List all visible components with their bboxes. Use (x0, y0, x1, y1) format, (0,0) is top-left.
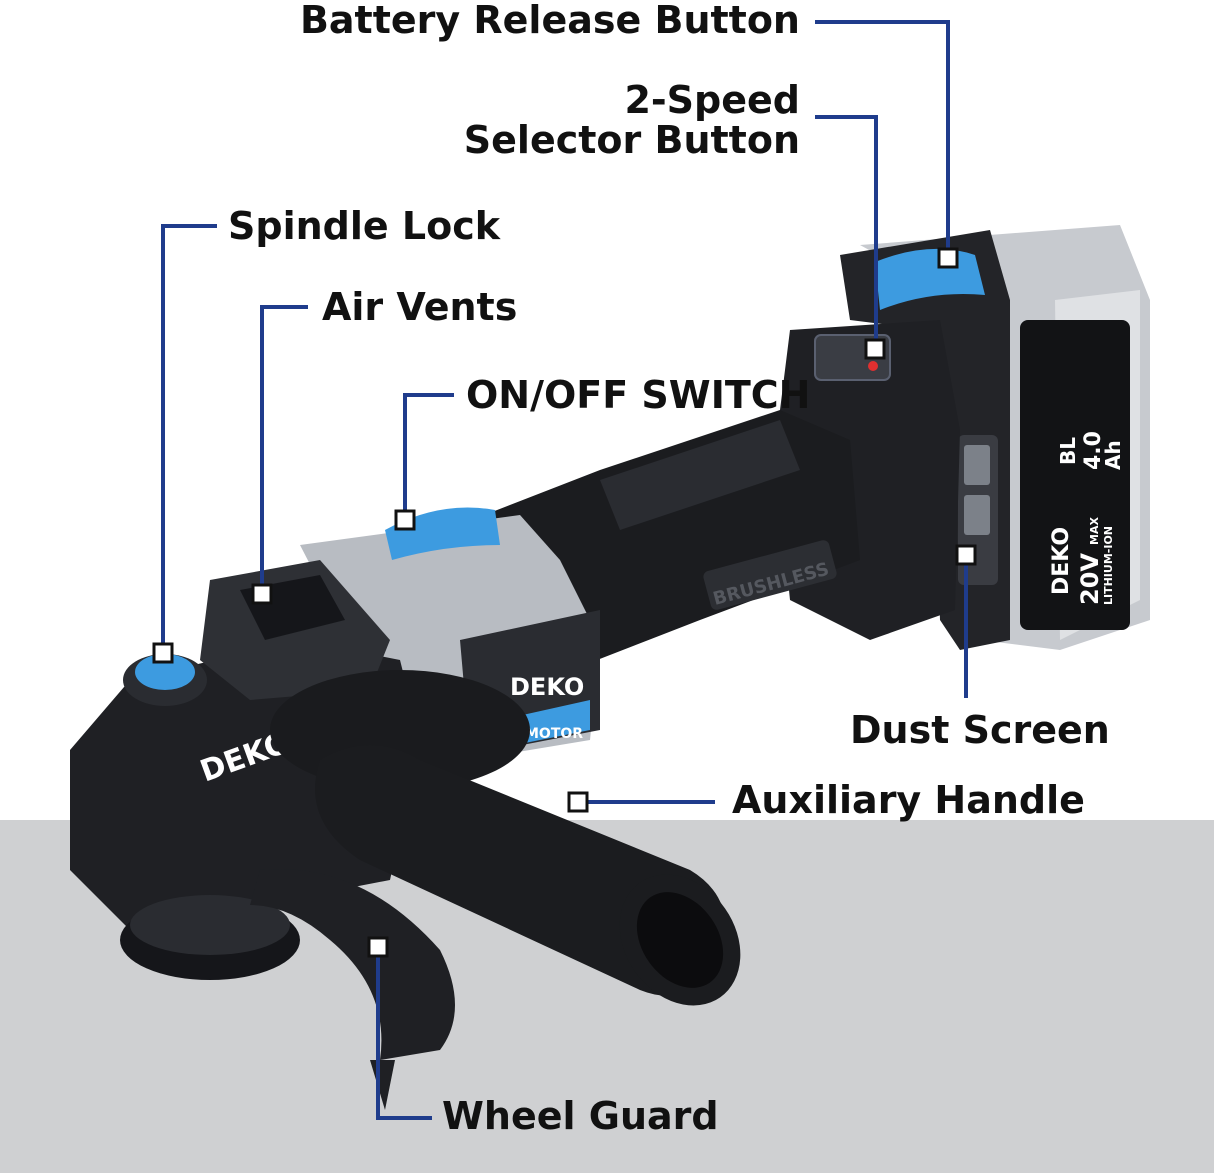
label-spindle-lock: Spindle Lock (228, 204, 500, 248)
label-wheel-guard: Wheel Guard (442, 1094, 719, 1138)
leader-spindle-lock (161, 224, 217, 652)
marker-spindle-lock (152, 642, 174, 664)
motor-brand-text: DEKO (510, 673, 584, 701)
battery-max-text: MAX (1088, 517, 1101, 545)
label-speed-line1: 2-Speed (624, 78, 800, 122)
label-speed-line2: Selector Button (463, 118, 800, 162)
label-2-speed-selector-button: 2-Speed Selector Button (464, 80, 800, 160)
marker-on-off (394, 509, 416, 531)
battery-type-text: BL (1056, 437, 1080, 465)
leader-battery-release (815, 20, 950, 258)
marker-aux-handle (567, 791, 589, 813)
label-on-off-switch: ON/OFF SWITCH (466, 373, 811, 417)
marker-squares (152, 247, 977, 958)
battery-unit-text: Ah (1101, 440, 1125, 470)
leader-lines (161, 20, 968, 1120)
battery-capacity-text: 4.0 (1081, 431, 1106, 470)
wheel-guard (250, 869, 455, 1060)
marker-dust-screen (955, 544, 977, 566)
leader-air-vents (260, 305, 308, 590)
leader-wheel-guard (376, 945, 432, 1120)
label-auxiliary-handle: Auxiliary Handle (732, 778, 1085, 822)
label-battery-release-button: Battery Release Button (299, 0, 800, 42)
battery-brand-text: DEKO (1049, 527, 1074, 595)
marker-battery-release (937, 247, 959, 269)
label-dust-screen: Dust Screen (850, 708, 1110, 752)
marker-air-vents (251, 583, 273, 605)
motor-label-text: MOTOR (525, 726, 583, 742)
battery-chem-text: LITHIUM-ION (1102, 526, 1115, 605)
marker-wheel-guard (367, 936, 389, 958)
leader-on-off (403, 393, 454, 516)
auxiliary-handle (315, 745, 741, 1006)
marker-speed-selector (864, 338, 886, 360)
label-air-vents: Air Vents (322, 285, 518, 329)
battery-voltage-text: 20V (1076, 553, 1104, 605)
leader-speed-selector (815, 115, 878, 346)
